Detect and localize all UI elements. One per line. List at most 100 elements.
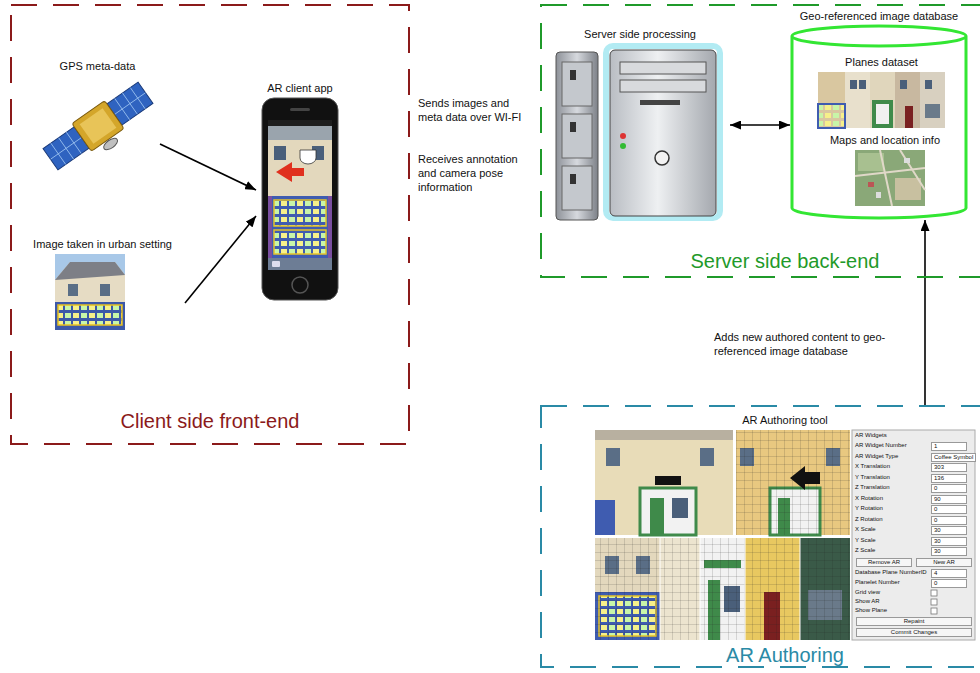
illustration-part <box>620 133 626 139</box>
illustration-part <box>931 590 937 596</box>
illustration-part <box>55 262 125 330</box>
illustration-part <box>606 448 620 466</box>
panel-field-value: Coffee Symbol <box>931 453 976 462</box>
illustration-part <box>80 108 117 144</box>
client-app: AR client app <box>256 80 344 302</box>
planes-image <box>818 72 945 128</box>
node-label: Server side processing <box>584 28 696 41</box>
illustration-part <box>58 305 122 325</box>
authoring-screenshot <box>595 430 975 640</box>
illustration-part <box>736 430 850 535</box>
illustration-part <box>900 80 907 89</box>
illustration-part <box>640 100 680 105</box>
illustration-part <box>274 230 326 254</box>
illustration-part <box>931 608 937 614</box>
illustration-part <box>606 46 720 218</box>
node-label: Planes dataset <box>845 56 918 69</box>
panel-field-value: 303 <box>931 463 967 472</box>
connector-arrow <box>185 216 256 303</box>
panel-field-label: Planelet Number <box>855 579 900 586</box>
database-cylinder: Planes datasetMaps and location infoGeo-… <box>790 8 968 220</box>
panel-button: Remove AR <box>856 558 912 567</box>
illustration-part <box>672 498 688 518</box>
illustration-part <box>858 153 884 171</box>
illustration-part <box>610 50 716 216</box>
panel-field-label: Y Scale <box>855 537 876 544</box>
illustration-part <box>868 182 874 187</box>
panel-field-value: 1 <box>931 442 967 451</box>
panel-field-label: X Scale <box>855 526 876 533</box>
illustration-part <box>650 498 664 535</box>
dataset-item: Maps and location info <box>815 132 955 210</box>
illustration-part <box>595 538 850 640</box>
panel-field-label: X Translation <box>855 463 890 470</box>
illustration-part <box>904 158 910 163</box>
cylinder-outline <box>790 8 968 220</box>
connector-arrow <box>730 124 790 126</box>
illustration-part <box>790 466 820 490</box>
illustration-part <box>268 120 332 126</box>
node-label: Maps and location info <box>830 134 940 147</box>
illustration-part <box>292 277 308 293</box>
panel-field-label: Z Translation <box>855 484 890 491</box>
illustration-part <box>876 192 881 198</box>
illustration-part <box>850 80 857 89</box>
dashed-border <box>11 5 409 444</box>
illustration-part <box>660 538 800 640</box>
edge-label: Adds new authored content to geo-referen… <box>712 330 917 360</box>
connector-arrow <box>160 144 256 190</box>
satellite-icon <box>41 79 161 181</box>
illustration-part <box>570 70 576 80</box>
illustration-part <box>870 72 895 128</box>
phone-illustration <box>262 98 338 300</box>
illustration-part <box>268 258 332 270</box>
illustration-part <box>655 151 669 165</box>
image-source: Image taken in urban setting <box>20 236 185 332</box>
illustration-part <box>268 120 332 270</box>
illustration-part <box>276 162 304 182</box>
illustration-part <box>925 80 932 89</box>
node-label: AR Authoring tool <box>742 414 828 427</box>
illustration-part <box>700 448 714 466</box>
illustration-part <box>620 143 626 149</box>
illustration-part <box>55 254 125 330</box>
server-region: Server side processingPlanes datasetMaps… <box>540 4 980 278</box>
illustration-part <box>570 122 576 132</box>
illustration-part <box>620 80 706 92</box>
illustration-part <box>818 104 845 128</box>
urban-photo <box>55 254 125 330</box>
illustration-part <box>55 302 125 330</box>
panel-field-label: Z Scale <box>855 547 875 554</box>
panel-field-value: 30 <box>931 526 967 535</box>
panel-field-label: Grid view <box>855 589 880 596</box>
illustration-part <box>262 98 338 300</box>
panel-field-value: 0 <box>931 484 967 493</box>
illustration-part <box>620 62 706 74</box>
illustration-part <box>595 430 733 440</box>
illustration-part <box>855 150 925 206</box>
panel-field-value: 30 <box>931 547 967 556</box>
illustration-part <box>274 146 286 160</box>
panel-field-label: AR Widgets <box>855 432 887 439</box>
region-title: Client side front-end <box>121 409 300 433</box>
panel-field-value: 90 <box>931 495 967 504</box>
illustration-part <box>570 174 576 184</box>
panel-field-label: X Rotation <box>855 495 883 502</box>
panel-field-value: 0 <box>931 579 967 588</box>
server-illustration <box>556 46 720 220</box>
illustration-part <box>274 200 326 226</box>
illustration-part <box>818 72 845 128</box>
illustration-part <box>655 476 681 485</box>
illustration-part <box>640 488 696 535</box>
illustration-part <box>100 284 110 296</box>
illustration-part <box>562 114 592 158</box>
illustration-part <box>562 62 592 106</box>
client-region: GPS meta-dataImage taken in urban settin… <box>10 4 410 445</box>
illustration-part <box>895 72 920 128</box>
illustration-part <box>290 108 310 111</box>
illustration-part <box>852 430 975 640</box>
illustration-part <box>905 106 913 128</box>
illustration-part <box>268 196 332 258</box>
panel-field-value: 0 <box>931 516 967 525</box>
illustration-part <box>102 136 120 152</box>
